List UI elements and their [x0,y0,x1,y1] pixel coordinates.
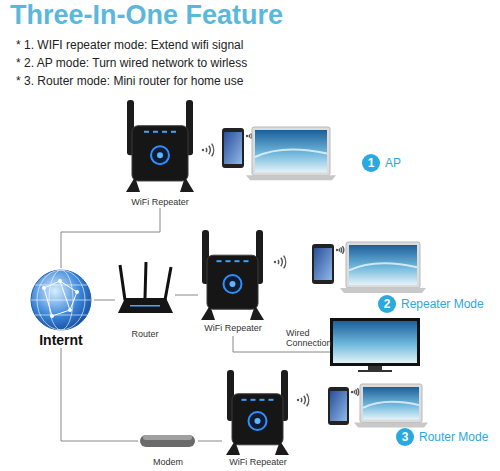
internet-globe: Internt [28,268,94,348]
wifi-signal-icon [274,255,287,268]
connection-label: Wired Connection [286,328,330,348]
feature-bullet: * 3. Router mode: Mini router for home u… [16,74,243,88]
router: Router [115,260,175,340]
tv-icon [330,318,420,372]
device-label: WiFi Repeater [229,457,287,468]
modem-icon [140,435,195,447]
mode-label: Router Mode [419,430,488,444]
network-link [61,208,160,268]
phone-icon [222,128,244,168]
laptop-icon [340,242,426,293]
mode-badge: 3 Router Mode [396,428,488,446]
feature-bullet: * 2. AP mode: Turn wired network to wirl… [16,56,247,70]
callout-number: 2 [378,295,396,313]
wifi-repeater: WiFi Repeater [198,228,268,334]
device-label: WiFi Repeater [204,323,262,334]
network-link [175,295,198,296]
mode-label: AP [385,156,401,170]
device-label: Router [131,329,158,340]
phone-icon [312,244,334,284]
laptop-icon [354,384,428,427]
device-label: Internt [39,332,83,348]
network-link [94,300,115,301]
wifi-repeater: WiFi Repeater [222,368,294,468]
network-link [61,348,138,441]
modem: Modem [138,430,198,468]
wifi-signal-icon [336,246,345,255]
laptop-icon [246,127,336,180]
wifi-repeater-device [226,370,289,455]
mode-badge: 2 Repeater Mode [378,295,484,313]
wifi-signal-icon [297,393,310,406]
feature-bullet: * 1. WIFI repeater mode: Extend wifi sig… [16,38,243,52]
wifi-repeater-device [126,100,194,192]
globe-icon [31,270,91,330]
device-label: WiFi Repeater [131,197,189,208]
wifi-repeater-device [201,230,264,320]
network-link [198,441,222,442]
wifi-repeater: WiFi Repeater [125,98,195,208]
title: Three-In-One Feature [10,0,283,30]
wifi-signal-icon [202,143,215,156]
callout-number: 1 [362,154,380,172]
callout-number: 3 [396,428,414,446]
router-icon [118,262,173,313]
device-label: Modem [153,457,183,468]
mode-badge: 1 AP [362,154,401,172]
phone-icon [328,387,349,425]
mode-label: Repeater Mode [401,297,484,311]
wifi-signal-icon [351,388,360,397]
